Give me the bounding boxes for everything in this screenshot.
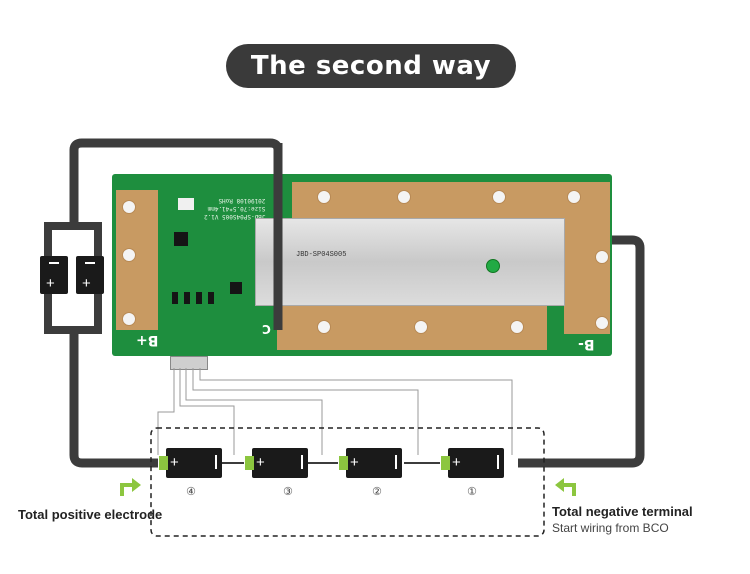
plus-symbol: + [256, 454, 265, 471]
negative-caption: Total negative terminal [552, 504, 693, 519]
ic-chip [184, 292, 190, 304]
cell-number: ④ [186, 485, 196, 498]
cell-number: ② [372, 485, 382, 498]
mount-hole [317, 320, 331, 334]
heatsink-label: JBD-SP04S005 [296, 251, 347, 259]
mount-hole [595, 250, 609, 264]
minus-symbol [215, 455, 217, 469]
cell-1: + [441, 448, 504, 478]
mount-hole [595, 316, 609, 330]
external-battery-left: + [40, 256, 68, 294]
minus-symbol [301, 455, 303, 469]
heatsink: JBD-SP04S005 [255, 218, 565, 306]
ic-chip [196, 292, 202, 304]
ic-chip [208, 292, 214, 304]
balance-wire [185, 368, 323, 455]
cell-number: ① [467, 485, 477, 498]
plus-symbol: + [170, 454, 179, 471]
main-copper-bar [292, 182, 606, 222]
mount-hole [317, 190, 331, 204]
balance-wire [157, 368, 175, 455]
external-battery-right: + [76, 256, 104, 294]
minus-symbol [85, 262, 95, 264]
mount-hole [122, 248, 136, 262]
mount-hole [122, 312, 136, 326]
status-dot [486, 259, 500, 273]
page-title: The second way [226, 44, 516, 88]
cell-3: + [245, 448, 308, 478]
negative-cable [518, 235, 645, 468]
mount-hole [122, 200, 136, 214]
b-plus-pad [116, 190, 158, 330]
balance-wire [199, 368, 513, 455]
mount-hole [397, 190, 411, 204]
cell-number: ③ [283, 485, 293, 498]
mount-hole [567, 190, 581, 204]
minus-symbol [49, 262, 59, 264]
positive-terminal [339, 456, 348, 470]
cell-pack-frame [150, 427, 545, 537]
ic-chip [230, 282, 242, 294]
mount-hole [414, 320, 428, 334]
negative-arrow-icon [555, 478, 576, 496]
mount-hole [492, 190, 506, 204]
plus-symbol: + [46, 275, 55, 292]
positive-terminal [159, 456, 168, 470]
header-connector [178, 198, 194, 210]
balance-wire [179, 368, 235, 455]
cell-2: + [339, 448, 402, 478]
balance-wire [192, 368, 419, 455]
plus-symbol: + [452, 454, 461, 471]
positive-arrow-icon [120, 478, 141, 496]
positive-cable-bottom [69, 330, 158, 468]
minus-symbol [497, 455, 499, 469]
positive-caption: Total positive electrode [18, 507, 163, 522]
positive-terminal [441, 456, 450, 470]
balance-connector [170, 356, 208, 370]
plus-symbol: + [82, 275, 91, 292]
minus-symbol [395, 455, 397, 469]
ic-chip [172, 292, 178, 304]
mount-hole [510, 320, 524, 334]
cell-4: + [159, 448, 222, 478]
positive-terminal [245, 456, 254, 470]
negative-subcaption: Start wiring from BCO [552, 521, 669, 535]
ic-chip [174, 232, 188, 246]
plus-symbol: + [350, 454, 359, 471]
